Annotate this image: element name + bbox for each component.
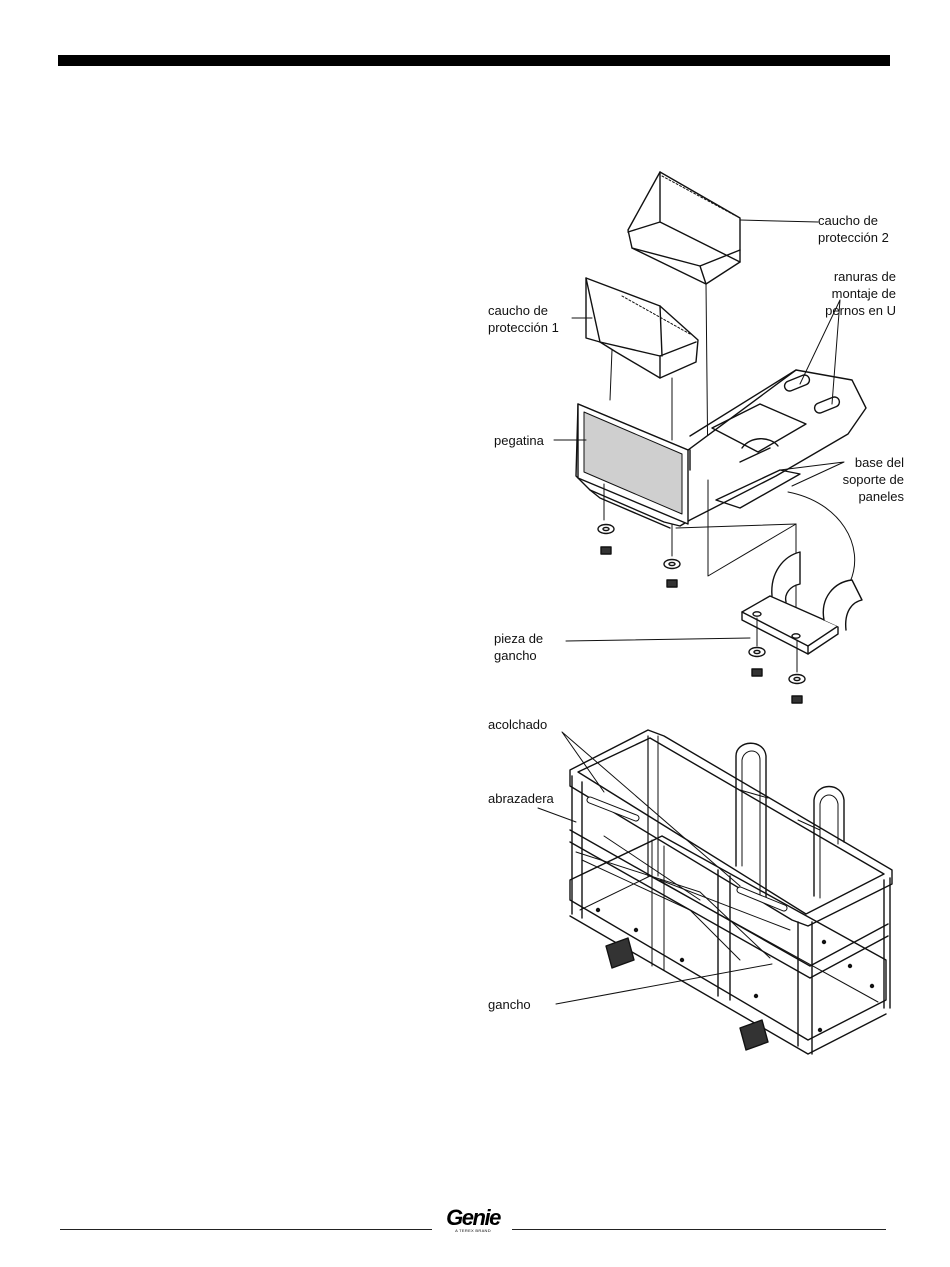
label-decal: pegatina: [494, 432, 544, 449]
logo-wordmark: Genie: [438, 1206, 508, 1230]
label-rubber-pad-1: caucho de protección 1: [488, 302, 559, 336]
rubber-pad-1: [586, 278, 698, 378]
genie-logo: Genie A TEREX BRAND: [438, 1206, 508, 1240]
label-padding: acolchado: [488, 716, 547, 733]
label-rubber-pad-2: caucho de protección 2: [818, 212, 889, 246]
leader-pad2: [740, 220, 818, 222]
footer-rule-right: [512, 1229, 886, 1230]
label-hook: gancho: [488, 996, 531, 1013]
leader-hook-piece: [566, 638, 750, 641]
label-clamp: abrazadera: [488, 790, 554, 807]
leader-clamp: [538, 808, 576, 822]
hook-piece: [742, 552, 862, 654]
rubber-pad-2: [628, 172, 740, 284]
label-u-bolt-slots: ranuras de montaje de pernos en U: [776, 268, 896, 319]
platform-basket: [570, 730, 892, 1054]
label-panel-carrier-base: base del soporte de paneles: [784, 454, 904, 505]
footer-rule-left: [60, 1229, 432, 1230]
label-hook-piece: pieza de gancho: [494, 630, 543, 664]
